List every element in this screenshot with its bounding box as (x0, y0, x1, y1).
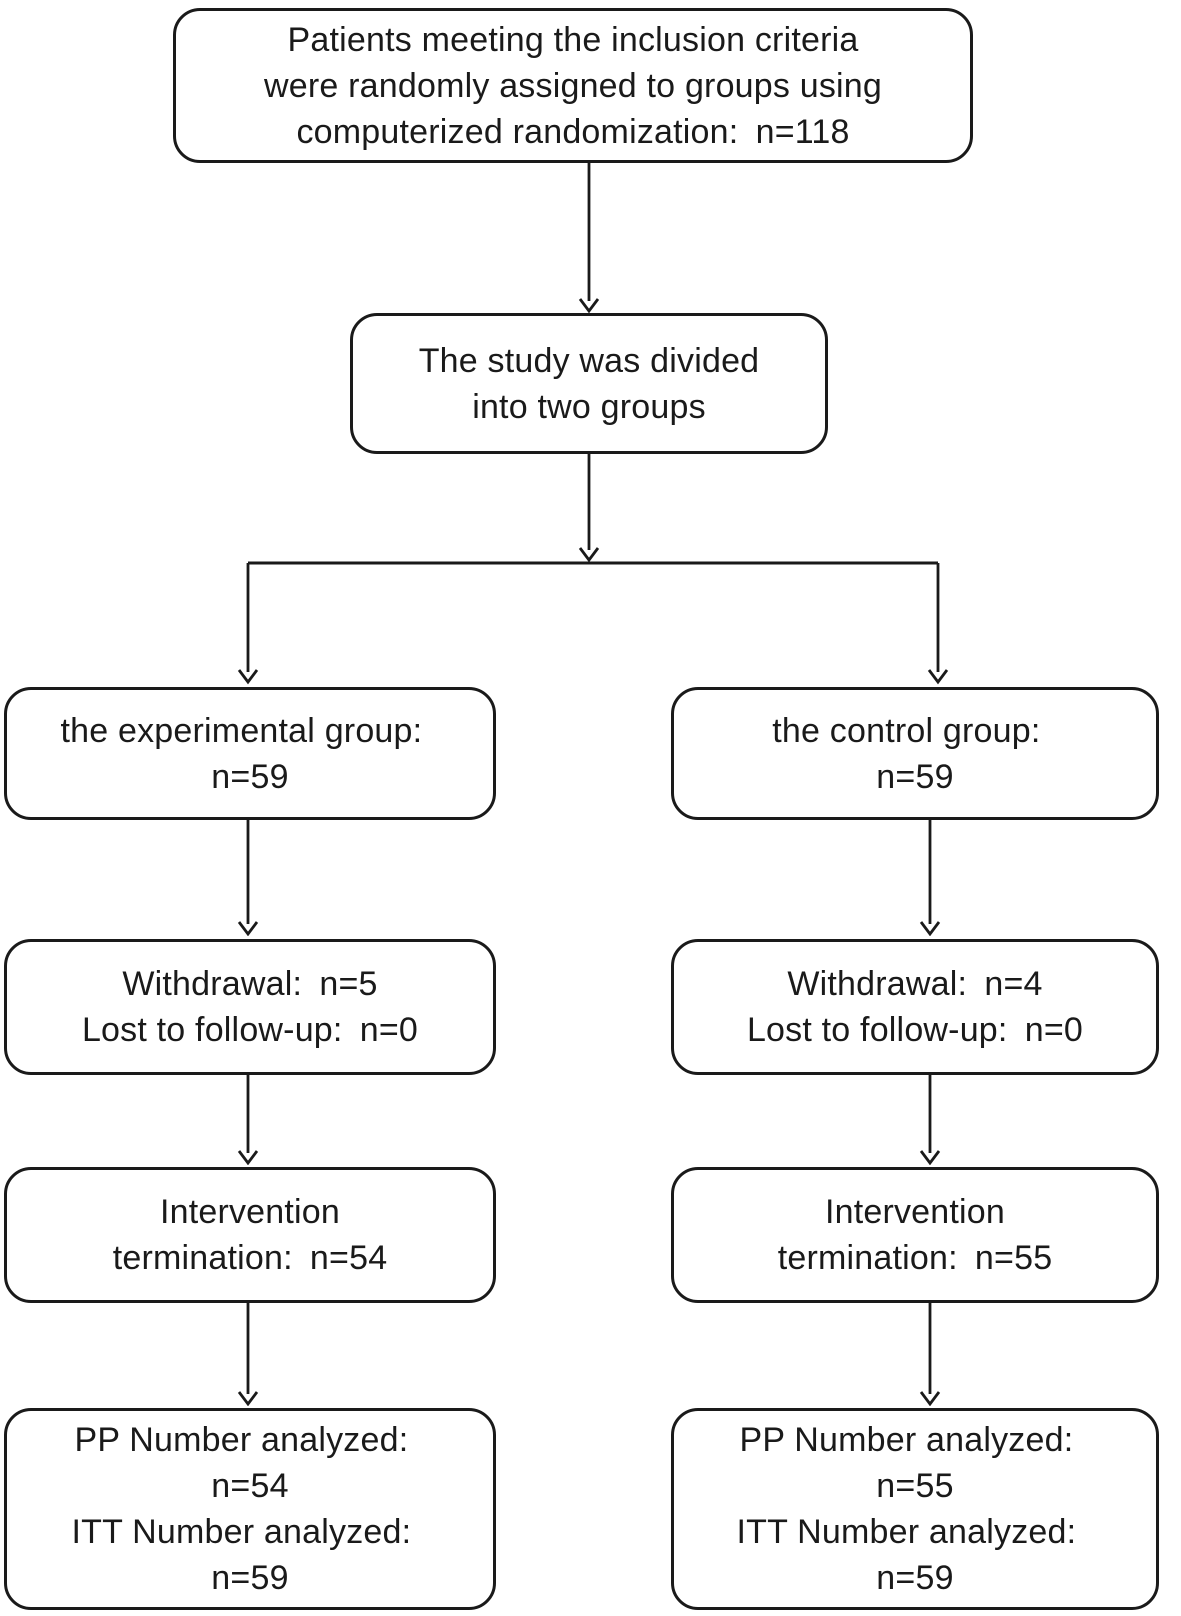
box-experimental-analysis-text: PP Number analyzed: n=54 ITT Number anal… (71, 1421, 412, 1597)
box-experimental-withdrawal-text: Withdrawal: n=5 Lost to follow-up: n=0 (81, 965, 419, 1049)
arrow-experimental-intervention-to-analysis (237, 1303, 259, 1406)
arrow-control-group-to-withdrawal (919, 820, 941, 936)
box-experimental-group-text: the experimental group: n=59 (60, 711, 423, 796)
box-control-withdrawal: Withdrawal: n=4 Lost to follow-up: n=0 (671, 939, 1159, 1075)
box-control-analysis: PP Number analyzed: n=55 ITT Number anal… (671, 1408, 1159, 1610)
box-enrollment-text: Patients meeting the inclusion criteria … (263, 20, 883, 151)
box-experimental-intervention: Intervention termination: n=54 (4, 1167, 496, 1303)
box-control-withdrawal-text: Withdrawal: n=4 Lost to follow-up: n=0 (746, 965, 1084, 1049)
branch-connector (237, 454, 949, 685)
arrow-experimental-group-to-withdrawal (237, 820, 259, 936)
box-enrollment: Patients meeting the inclusion criteria … (173, 8, 973, 163)
arrow-experimental-withdrawal-to-intervention (237, 1075, 259, 1165)
arrow-control-withdrawal-to-intervention (919, 1075, 941, 1165)
box-control-intervention: Intervention termination: n=55 (671, 1167, 1159, 1303)
box-control-analysis-text: PP Number analyzed: n=55 ITT Number anal… (736, 1421, 1077, 1597)
box-split-text: The study was divided into two groups (418, 341, 760, 426)
arrow-enrollment-to-split (578, 163, 600, 313)
box-control-group-text: the control group: n=59 (772, 711, 1041, 796)
box-experimental-intervention-text: Intervention termination: n=54 (112, 1193, 388, 1277)
box-control-group: the control group: n=59 (671, 687, 1159, 820)
arrow-control-intervention-to-analysis (919, 1303, 941, 1406)
box-split: The study was divided into two groups (350, 313, 828, 454)
box-experimental-group: the experimental group: n=59 (4, 687, 496, 820)
box-experimental-analysis: PP Number analyzed: n=54 ITT Number anal… (4, 1408, 496, 1610)
box-control-intervention-text: Intervention termination: n=55 (777, 1193, 1053, 1277)
box-experimental-withdrawal: Withdrawal: n=5 Lost to follow-up: n=0 (4, 939, 496, 1075)
